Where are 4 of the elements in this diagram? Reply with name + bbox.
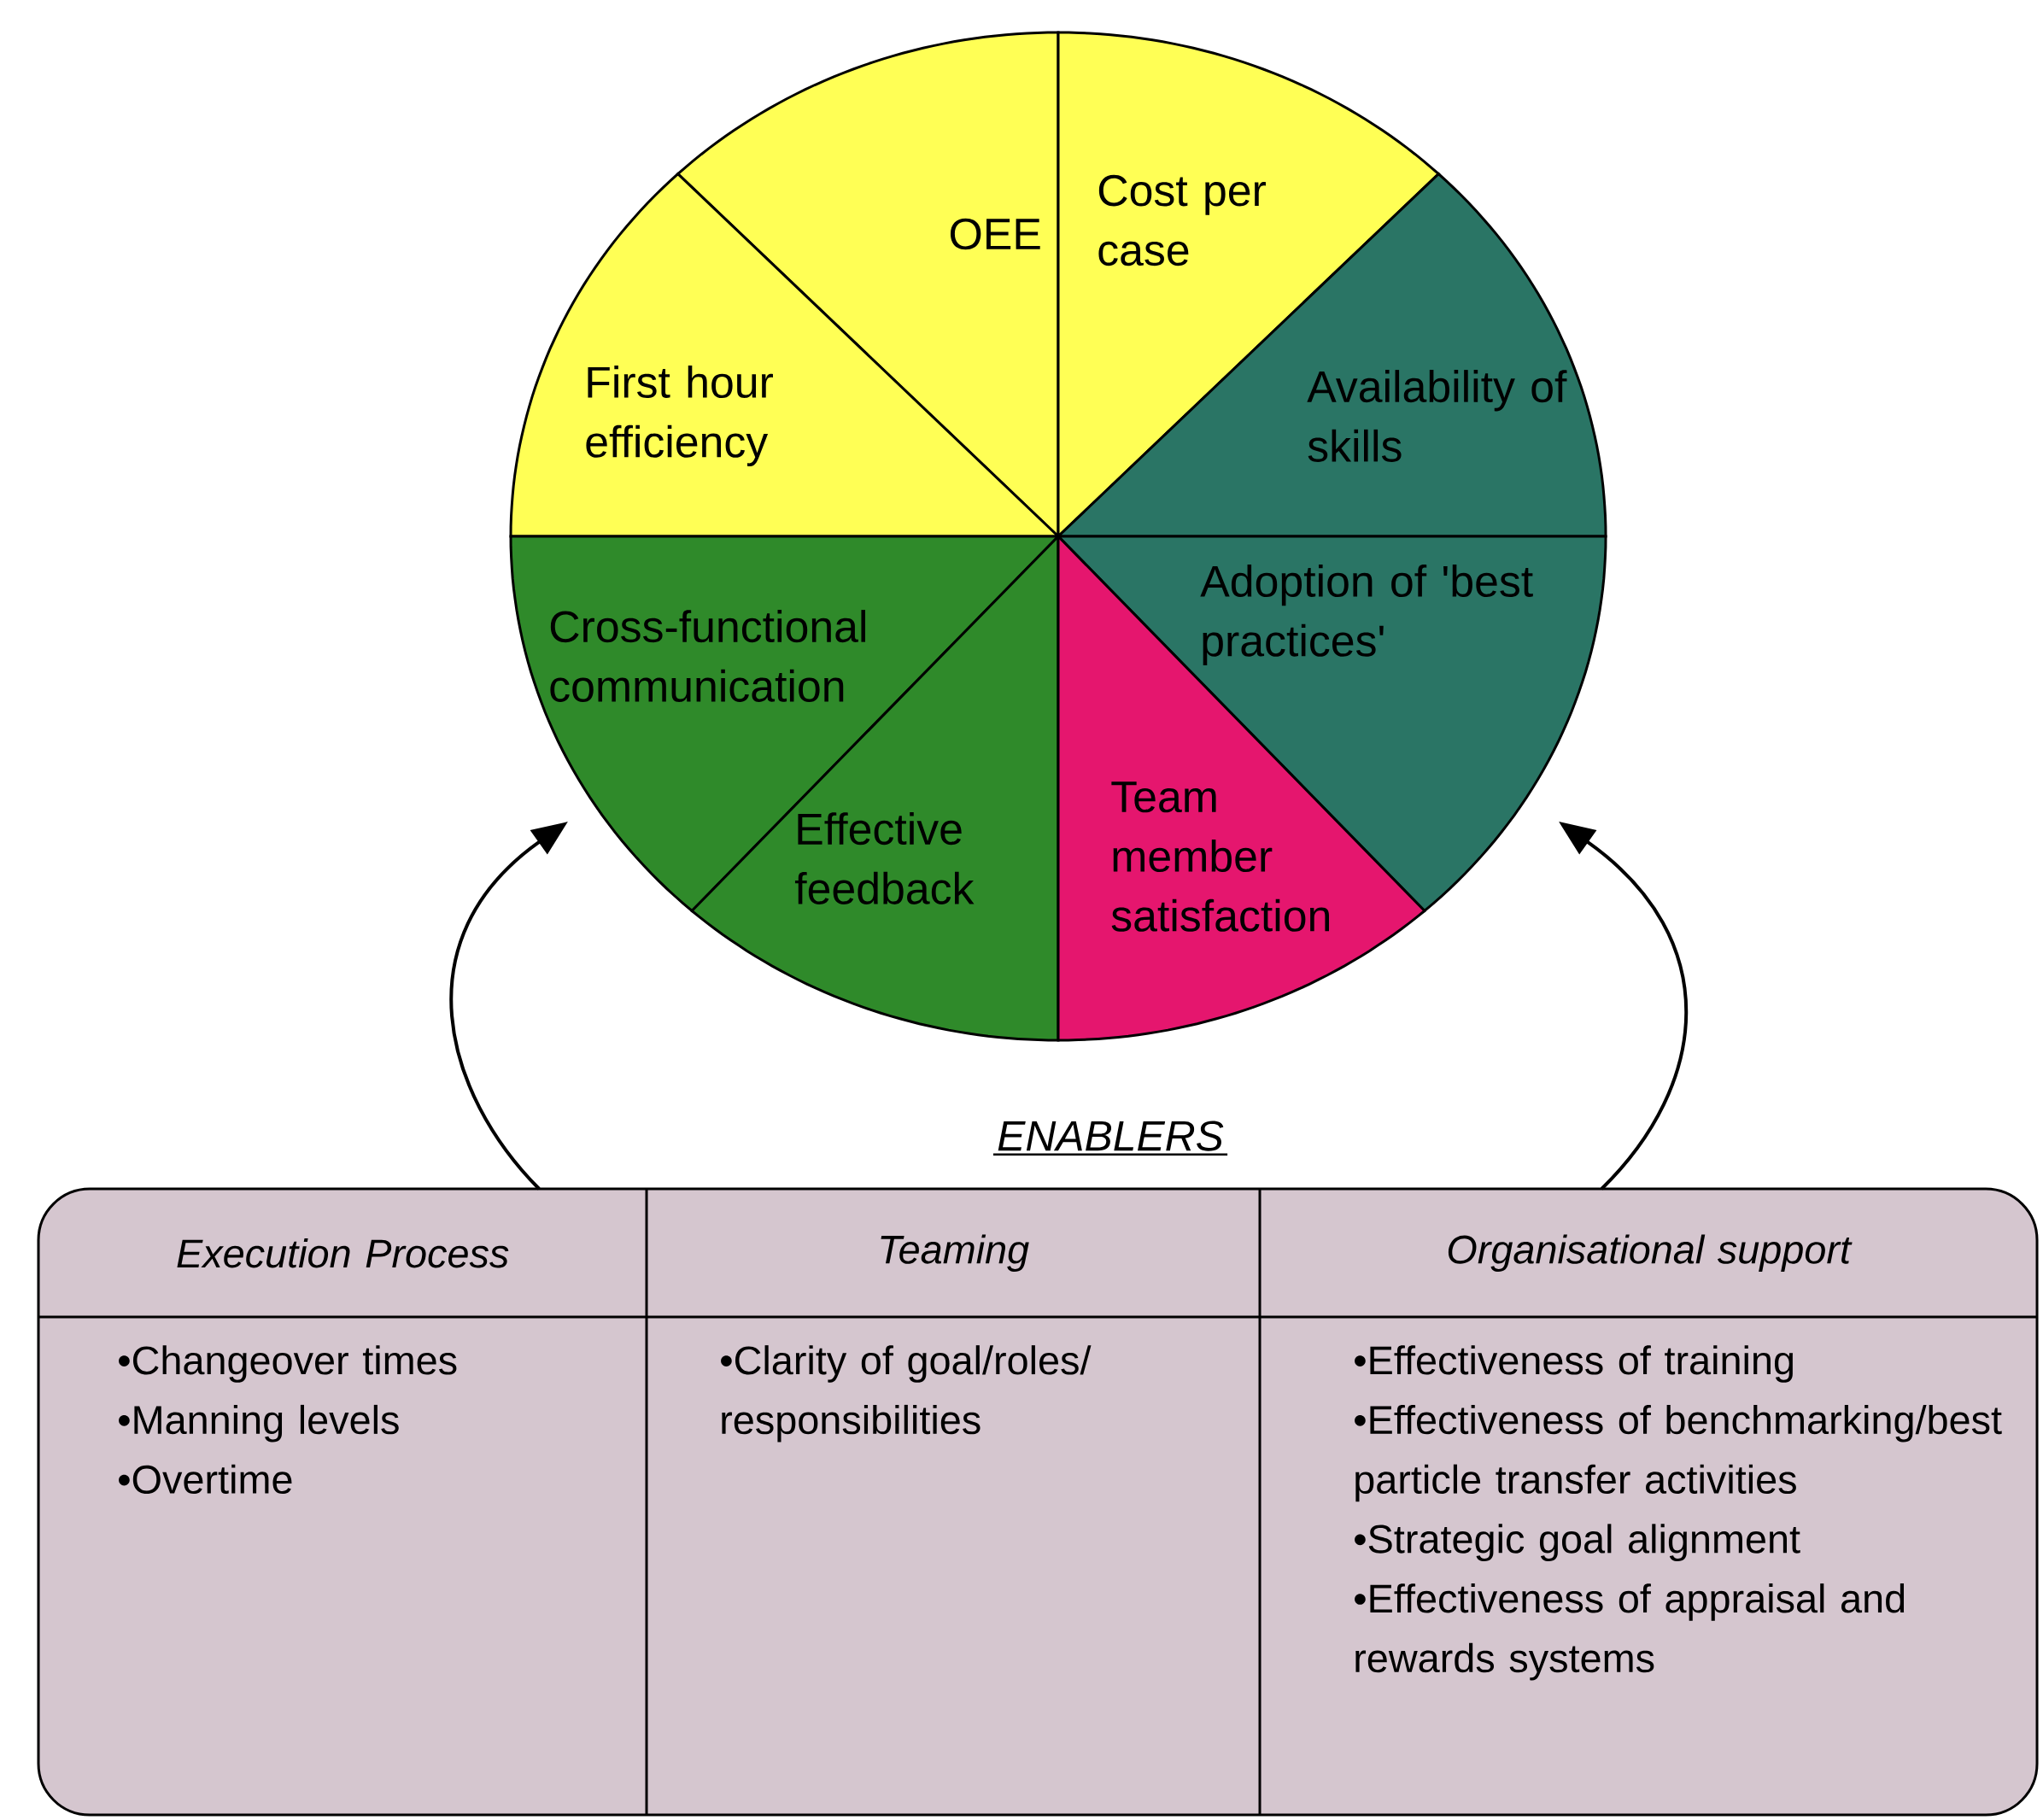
- heading: ENABLERS: [992, 1121, 1228, 1156]
- table-column: Organisational support •Effectiveness of training •Effectiveness of benchmarking/best particle transfer activities •Strategic goal alignment •Effectiveness of appraisal and rewards systems: [1355, 1234, 2002, 1681]
- table-column: Teaming •Clarity of goal/roles/ responsibilities: [721, 1234, 1092, 1443]
- table-column: Execution Process •Changeover times •Manning levels •Overtime: [119, 1238, 509, 1494]
